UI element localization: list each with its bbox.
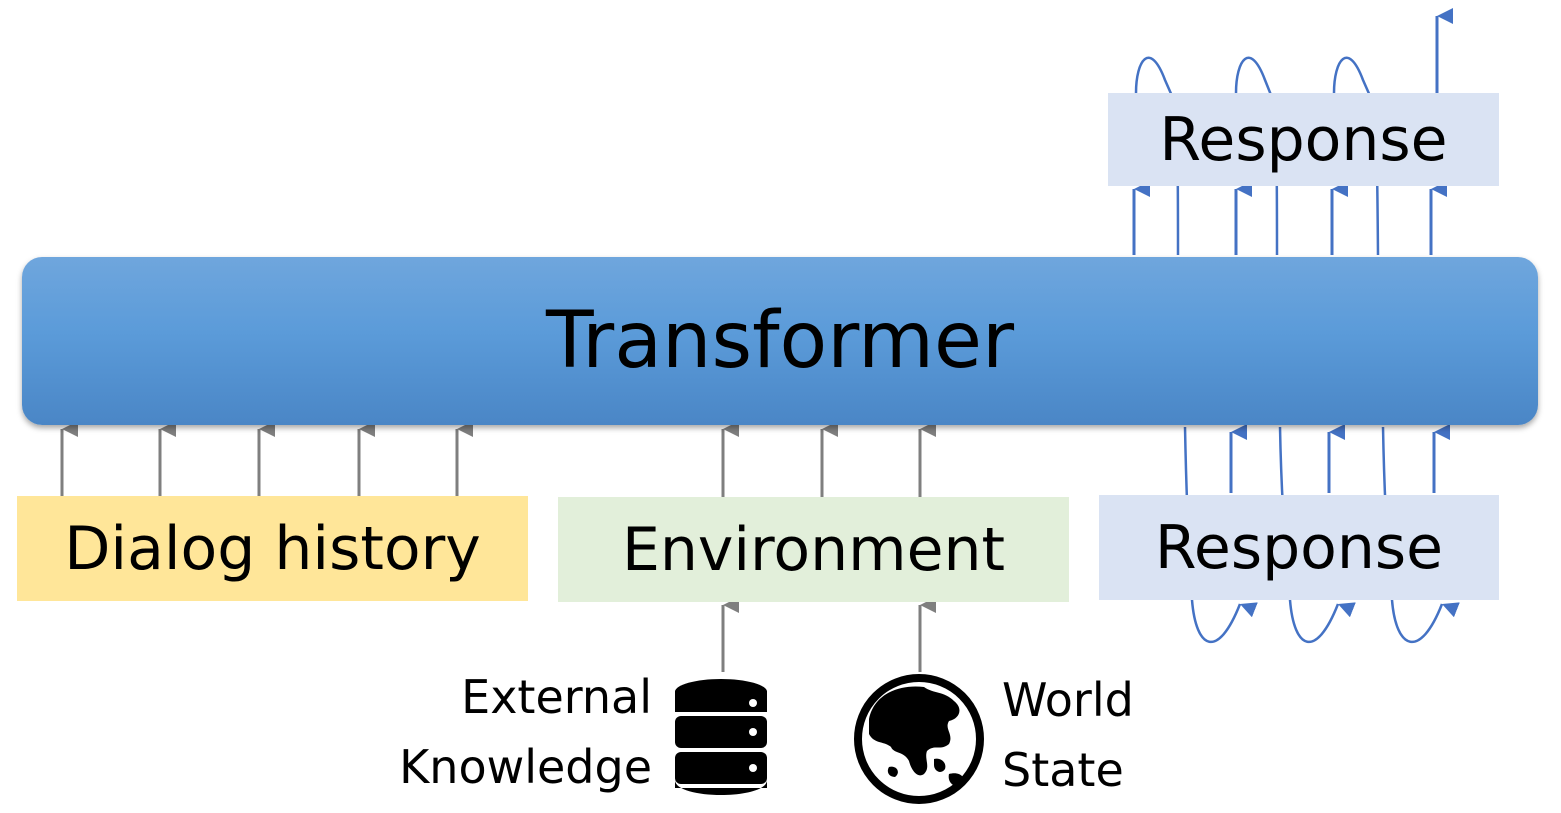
world-state-line1: World: [1002, 673, 1134, 727]
external-knowledge-label: External Knowledge: [399, 662, 652, 802]
dialog-history-box: Dialog history: [17, 496, 528, 601]
response-input-box: Response: [1099, 495, 1499, 600]
globe-icon: [854, 674, 984, 804]
response-output-box: Response: [1108, 93, 1499, 186]
world-state-label: World State: [1002, 665, 1134, 805]
world-state-line2: State: [1002, 743, 1124, 797]
external-knowledge-line1: External: [461, 670, 652, 724]
response-input-arrows: [1229, 424, 1450, 493]
transformer-block: Transformer: [22, 257, 1538, 425]
response-output-arrows: [1132, 8, 1453, 255]
dialog-history-arrows: [60, 421, 473, 496]
environment-arrows: [721, 421, 936, 497]
environment-box: Environment: [558, 497, 1069, 602]
source-arrows: [721, 597, 936, 672]
external-knowledge-line2: Knowledge: [399, 740, 652, 794]
database-icon: [675, 679, 767, 795]
